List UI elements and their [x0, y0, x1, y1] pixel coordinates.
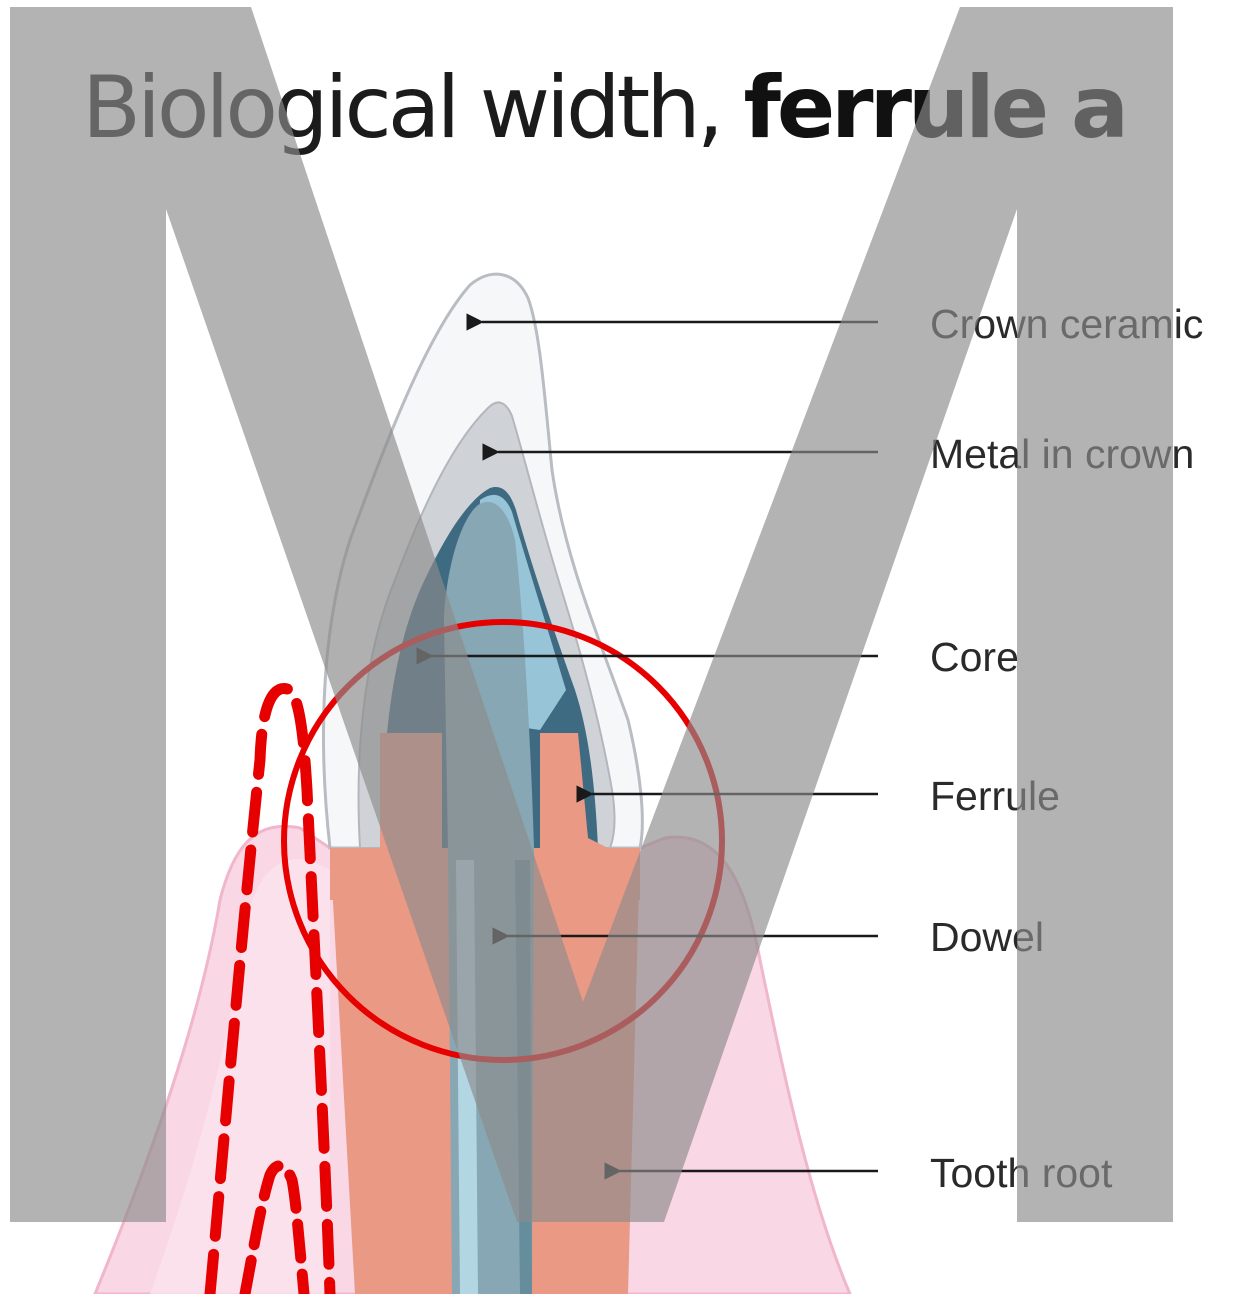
label-metal-in-crown: Metal in crown	[930, 434, 1194, 475]
label-dowel: Dowel	[930, 917, 1044, 958]
label-core: Core	[930, 637, 1019, 678]
label-tooth-root: Tooth root	[930, 1153, 1112, 1194]
label-crown-ceramic: Crown ceramic	[930, 304, 1203, 345]
label-ferrule: Ferrule	[930, 776, 1060, 817]
